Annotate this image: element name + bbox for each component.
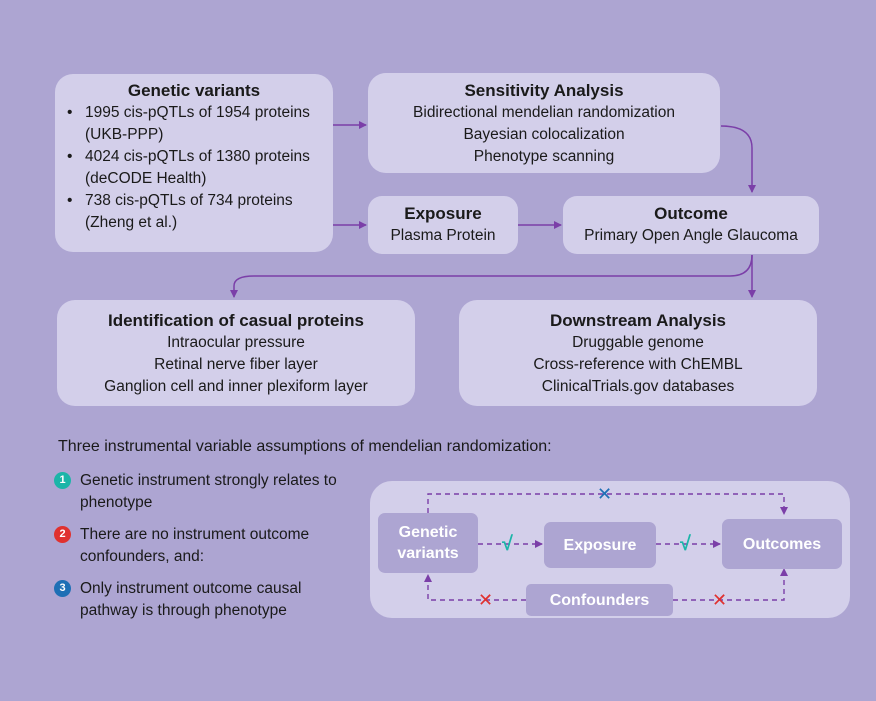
mini-confounders-box: Confounders [526,584,673,616]
dashed-arrow-confounders-to-outcomes [673,568,788,601]
outcome-title: Outcome [654,204,728,223]
sensitivity-title: Sensitivity Analysis [464,81,624,100]
check-mark-icon: √ [502,533,513,555]
sensitivity-analysis-box: Sensitivity Analysis Bidirectional mende… [368,73,720,173]
identification-line: Ganglion cell and inner plexiform layer [104,378,368,395]
arrow-outcome-to-identification [230,254,753,298]
dashed-arrow-variants-to-outcomes [427,493,788,515]
arrow-sensitivity-to-outcome [720,125,756,193]
genetic-variants-list: 1995 cis-pQTLs of 1954 proteins (UKB-PPP… [65,102,333,234]
dashed-arrow-confounders-to-variants [424,574,526,601]
mini-outcomes-box: Outcomes [722,519,842,569]
downstream-line: Druggable genome [572,334,704,351]
exposure-title: Exposure [404,204,482,223]
outcome-box: Outcome Primary Open Angle Glaucoma [563,196,819,254]
outcome-line: Primary Open Angle Glaucoma [584,227,798,244]
identification-line: Retinal nerve fiber layer [154,356,318,373]
sensitivity-line: Bidirectional mendelian randomization [413,104,675,121]
downstream-title: Downstream Analysis [549,311,727,330]
assumption-number-badge: 1 [54,472,71,489]
assumption-line: pathway is through phenotype [80,602,287,619]
assumption-line: Only instrument outcome causal [80,580,302,597]
assumptions-intro: Three instrumental variable assumptions … [58,438,552,455]
list-item: 1995 cis-pQTLs of 1954 proteins [65,102,333,124]
assumption-text: There are no instrument outcome confound… [80,524,370,568]
genetic-variants-box: Genetic variants 1995 cis-pQTLs of 1954 … [55,74,333,252]
assumption-line: phenotype [80,494,153,511]
sensitivity-line: Phenotype scanning [473,148,615,165]
mini-variants-label: variants [397,545,459,562]
exposure-box: Exposure Plasma Protein [368,196,518,254]
identification-title: Identification of casual proteins [108,311,364,330]
downstream-analysis-box: Downstream Analysis Druggable genome Cro… [459,300,817,406]
assumption-text: Genetic instrument strongly relates to p… [80,470,370,514]
sensitivity-line: Bayesian colocalization [463,126,625,143]
list-item: 738 cis-pQTLs of 734 proteins [65,190,333,212]
exposure-line: Plasma Protein [390,227,496,244]
cross-mark-icon: ✕ [478,590,494,610]
assumption-line: There are no instrument outcome [80,526,310,543]
list-item: 4024 cis-pQTLs of 1380 proteins [65,146,333,168]
downstream-line: Cross-reference with ChEMBL [533,356,743,373]
assumption-line: confounders, and: [80,548,205,565]
assumption-text: Only instrument outcome causal pathway i… [80,578,370,622]
cross-mark-icon: ✕ [597,484,613,504]
genetic-variants-title: Genetic variants [127,81,261,100]
list-item-source: (deCODE Health) [85,170,207,187]
mini-genetic-variants-box: Genetic variants [378,513,478,573]
check-mark-icon: √ [680,533,691,555]
list-item-source: (Zheng et al.) [85,214,178,231]
mini-exposure-box: Exposure [544,522,656,568]
mini-genetic-label: Genetic [398,524,458,541]
downstream-line: ClinicalTrials.gov databases [541,378,735,395]
identification-line: Intraocular pressure [167,334,305,351]
assumption-number-badge: 3 [54,580,71,597]
assumption-line: Genetic instrument strongly relates to [80,472,337,489]
assumption-number-badge: 2 [54,526,71,543]
list-item-source: (UKB-PPP) [85,126,164,143]
identification-box: Identification of casual proteins Intrao… [57,300,415,406]
cross-mark-icon: ✕ [712,590,728,610]
